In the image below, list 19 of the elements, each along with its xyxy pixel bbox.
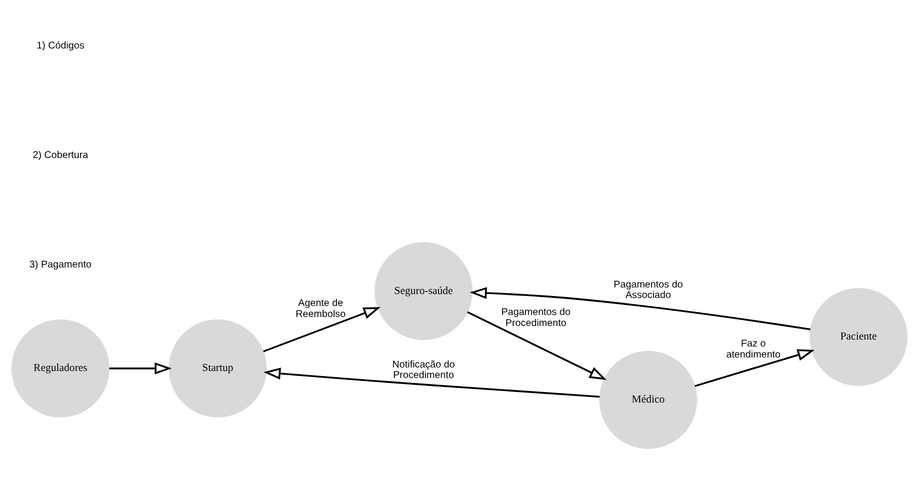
arrow [470,286,811,330]
node-circle: Médico [599,350,698,448]
node-circle: Seguro-saúde [374,242,473,340]
arrow [109,362,172,374]
label: 2) Cobertura [32,149,88,160]
arrow [694,348,815,386]
node-circle: Startup [168,318,267,417]
arrow [467,310,607,380]
arrow [263,367,600,398]
label: 1) Códigos [36,40,84,51]
edge-label: Pagamentos do Associado [614,278,683,301]
edge-label: Pagamentos do Procedimento [501,306,570,328]
arrow [263,306,381,352]
node-circle: Paciente [810,287,908,386]
label: 3) Pagamento [29,259,92,270]
edge-label: Notificação do Procedimento [392,358,455,381]
node-circle: Reguladores [11,318,110,417]
edge-label: Agente de Reembolso [296,298,346,320]
edge-label: Faz o atendimento [726,338,781,360]
